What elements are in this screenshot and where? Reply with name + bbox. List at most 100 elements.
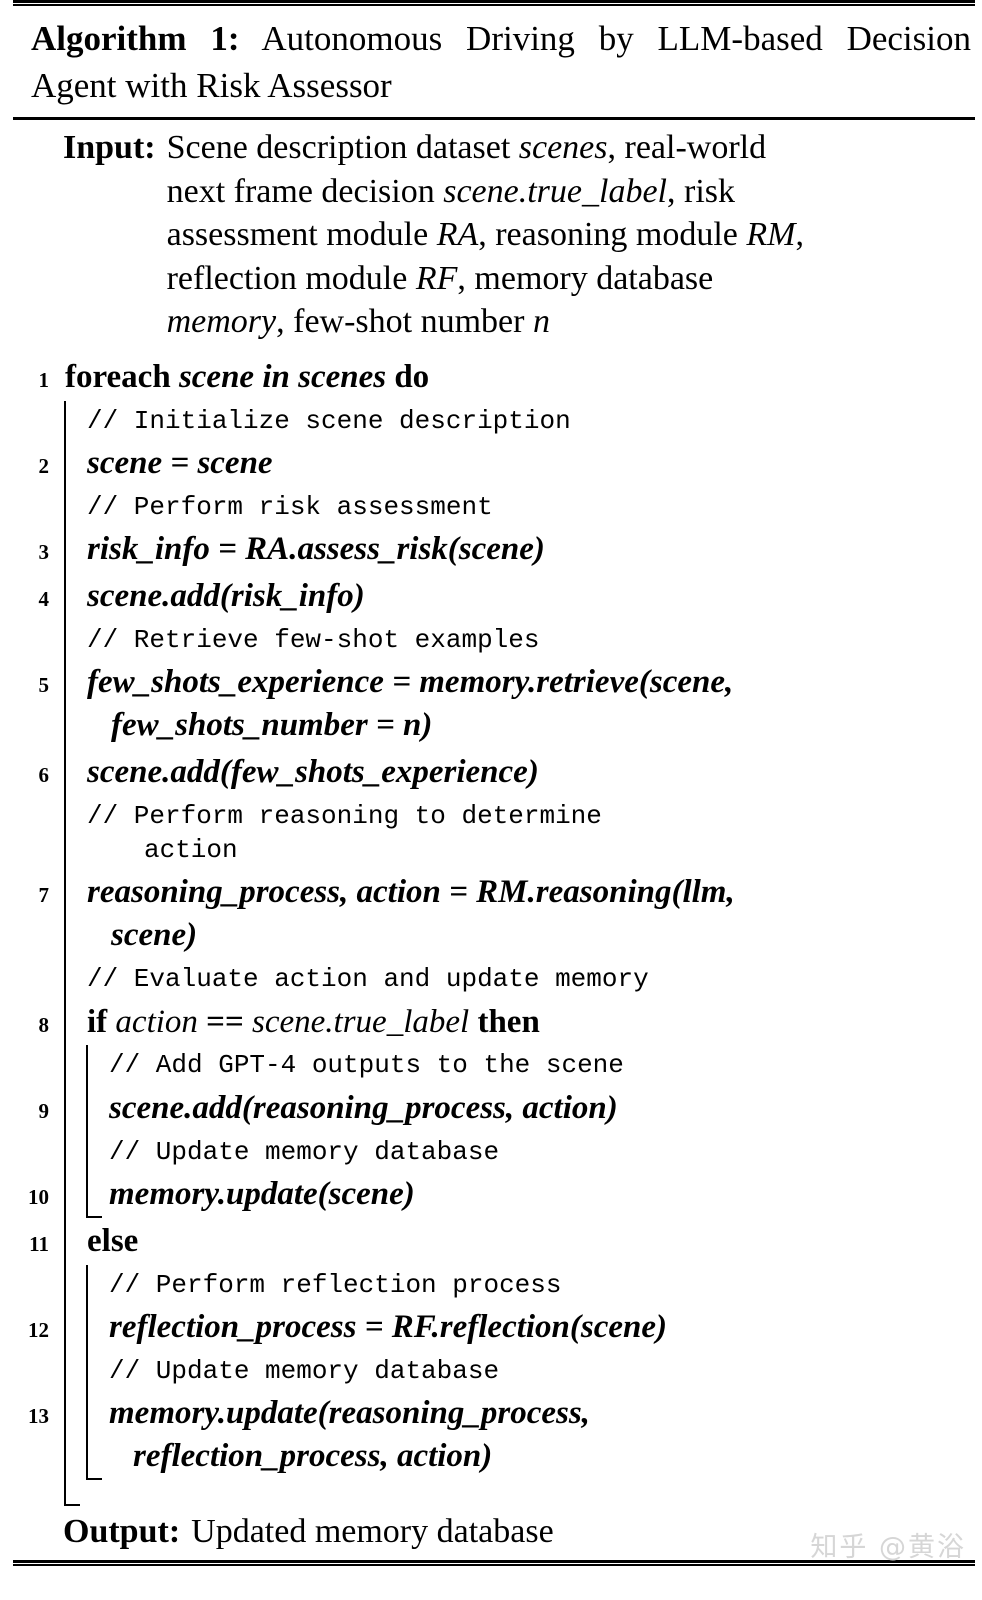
- indent-bar-level1: [51, 959, 73, 999]
- step-comment: // Update memory database: [109, 1355, 500, 1386]
- step-content: reasoning_process, action = RM.reasoning…: [73, 869, 975, 959]
- step-row: 9 scene.add(reasoning_process, action): [13, 1084, 975, 1132]
- indent-bar-level1: [51, 572, 73, 620]
- step-content: // Update memory database: [95, 1351, 975, 1390]
- step-content: scene.add(few_shots_experience): [73, 749, 975, 796]
- input-line-2: next frame decision scene.true_label, ri…: [166, 172, 735, 210]
- step-row: 10 memory.update(scene): [13, 1170, 975, 1218]
- step-row: // Update memory database: [13, 1131, 975, 1172]
- indent-bar-level1: [51, 619, 73, 660]
- indent-bar-level1: [51, 1084, 73, 1132]
- step-content: if action == scene.true_label then: [73, 999, 975, 1046]
- input-block: Input: Scene description dataset scenes,…: [13, 120, 975, 348]
- step-content: // Perform risk assessment: [73, 487, 975, 526]
- indent-bar-level1: [51, 486, 73, 527]
- bottom-rule: [13, 1559, 975, 1566]
- line-number: 8: [38, 1012, 50, 1037]
- line-number: 2: [38, 453, 50, 478]
- indent-bar-level1: [51, 1131, 73, 1172]
- line-number: 10: [28, 1184, 49, 1209]
- step-code: scene = scene: [87, 444, 273, 481]
- step-code: reasoning_process, action = RM.reasoning…: [87, 874, 735, 954]
- line-number: [13, 620, 51, 634]
- step-row: 6 scene.add(few_shots_experience): [13, 748, 975, 796]
- line-number: [13, 1132, 51, 1146]
- step-comment: // Update memory database: [109, 1136, 500, 1167]
- step-comment: // Initialize scene description: [87, 405, 571, 436]
- input-line-1: Scene description dataset scenes, real-w…: [166, 129, 767, 167]
- input-line-5: memory, few-shot number n: [166, 303, 550, 341]
- indent-bar-level1: [51, 1045, 73, 1086]
- step-code: few_shots_experience = memory.retrieve(s…: [87, 664, 734, 744]
- step-row: 5 few_shots_experience = memory.retrieve…: [13, 659, 975, 749]
- step-row: 1 foreach scene in scenes do: [13, 354, 975, 401]
- line-number: 1: [38, 367, 50, 392]
- step-code: if action == scene.true_label then: [87, 1003, 540, 1040]
- loop-end-row: [13, 1480, 975, 1507]
- line-number: [13, 796, 51, 810]
- algorithm-caption-title: Autonomous Driving by LLM-based Decision…: [31, 19, 971, 105]
- indent-bar-level2: [73, 1350, 95, 1391]
- line-number: [13, 959, 51, 973]
- algorithm-block: Algorithm 1: Autonomous Driving by LLM-b…: [13, 0, 975, 1600]
- step-row: // Evaluate action and update memory: [13, 959, 975, 999]
- step-content: risk_info = RA.assess_risk(scene): [73, 526, 975, 573]
- step-comment: // Add GPT-4 outputs to the scene: [109, 1050, 624, 1081]
- line-number: [13, 1045, 51, 1059]
- step-comment: // Perform reflection process: [109, 1269, 562, 1300]
- indent-bar-level2: [73, 1045, 95, 1086]
- indent-bar-level2: [73, 1170, 102, 1218]
- step-content: memory.update(reasoning_process,reflecti…: [95, 1390, 975, 1480]
- step-code: scene.add(reasoning_process, action): [109, 1089, 618, 1126]
- line-number: [13, 487, 51, 501]
- output-text: Updated memory database: [191, 1513, 554, 1551]
- step-row: 3 risk_info = RA.assess_risk(scene): [13, 526, 975, 573]
- line-number: 9: [38, 1098, 50, 1123]
- caption-rule: [13, 117, 975, 121]
- indent-bar-level1: [51, 795, 73, 870]
- indent-bar-level2: [73, 1304, 95, 1351]
- step-row: 7 reasoning_process, action = RM.reasoni…: [13, 869, 975, 960]
- step-content: scene = scene: [73, 440, 975, 487]
- top-rule: [13, 0, 975, 6]
- line-number: 11: [29, 1231, 49, 1256]
- output-block: Output: Updated memory database: [13, 1506, 975, 1560]
- step-comment: // Perform risk assessment: [87, 491, 493, 522]
- step-comment: // Evaluate action and update memory: [87, 964, 649, 995]
- line-number: [13, 1265, 51, 1279]
- algorithm-caption-keyword: Algorithm 1:: [31, 19, 240, 58]
- step-content: scene.add(risk_info): [73, 573, 975, 620]
- step-row: 12 reflection_process = RF.reflection(sc…: [13, 1304, 975, 1351]
- indent-bar-level1: [51, 998, 73, 1046]
- step-content: few_shots_experience = memory.retrieve(s…: [73, 659, 975, 749]
- indent-bar-level2: [73, 1084, 95, 1132]
- indent-bar-level2: [73, 1131, 95, 1172]
- step-row: // Retrieve few-shot examples: [13, 619, 975, 660]
- step-content: // Update memory database: [95, 1132, 975, 1171]
- algorithm-steps: 1 foreach scene in scenes do // Initiali…: [13, 348, 975, 1507]
- line-number: 13: [28, 1404, 49, 1429]
- indent-bar-level1: [51, 1390, 73, 1480]
- indent-bar-level2: [73, 1390, 102, 1480]
- indent-bar-level1-end: [51, 1480, 80, 1507]
- indent-bar-level1: [51, 1264, 73, 1305]
- algorithm-caption: Algorithm 1: Autonomous Driving by LLM-b…: [13, 6, 975, 117]
- step-content: memory.update(scene): [95, 1171, 975, 1218]
- zhihu-watermark: 知乎 @黄浴: [810, 1532, 966, 1563]
- step-code: memory.update(reasoning_process,reflecti…: [109, 1395, 590, 1475]
- indent-bar-level1: [51, 526, 73, 573]
- step-row: 2 scene = scene: [13, 439, 975, 487]
- line-number: 5: [38, 673, 50, 698]
- step-row: 13 memory.update(reasoning_process,refle…: [13, 1390, 975, 1480]
- line-number: 7: [38, 883, 50, 908]
- step-code: foreach scene in scenes do: [65, 358, 430, 395]
- step-content: reflection_process = RF.reflection(scene…: [95, 1304, 975, 1351]
- line-number: [13, 1480, 51, 1494]
- indent-bar-level1: [51, 1217, 73, 1265]
- step-code: reflection_process = RF.reflection(scene…: [109, 1309, 668, 1346]
- step-row: // Add GPT-4 outputs to the scene: [13, 1045, 975, 1086]
- input-label: Input:: [63, 129, 156, 167]
- step-row: 8 if action == scene.true_label then: [13, 998, 975, 1046]
